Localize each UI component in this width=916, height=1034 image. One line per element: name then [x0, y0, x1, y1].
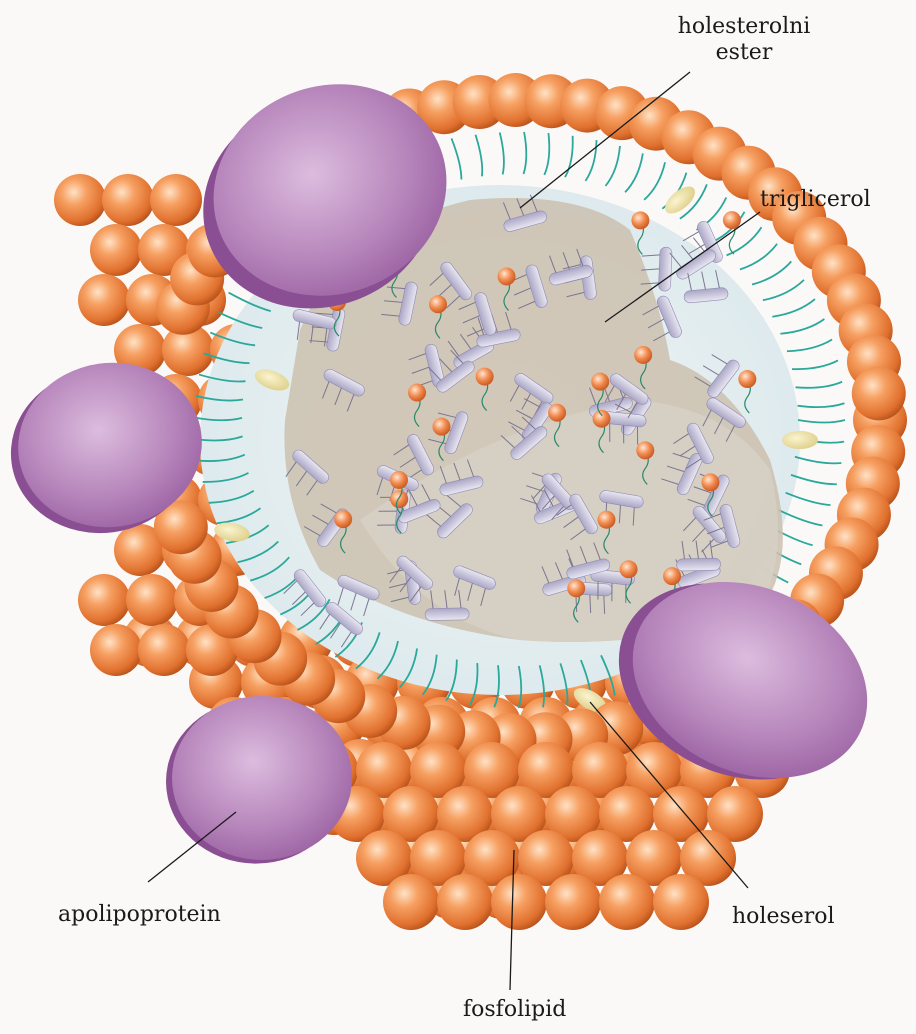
- cholesteryl-ester: [597, 511, 615, 529]
- lipid-tail: [752, 261, 791, 284]
- cholesteryl-ester: [723, 211, 741, 229]
- phospholipid-head: [54, 174, 106, 226]
- cholesteryl-ester: [432, 418, 450, 436]
- lipid-tail: [795, 457, 841, 464]
- cholesteryl-ester: [334, 510, 352, 528]
- phospholipid-head: [90, 224, 142, 276]
- cholesteryl-ester: [408, 384, 426, 402]
- label-cholesteryl-ester-line2: ester: [664, 40, 824, 66]
- lipid-tail: [605, 146, 619, 186]
- phospholipid-head: [90, 624, 142, 676]
- phospholipid-head: [126, 574, 178, 626]
- phospholipid-head: [491, 874, 547, 930]
- lipid-tail: [786, 493, 831, 505]
- phospholipid-head: [437, 874, 493, 930]
- fatty-acid-chain: [682, 232, 699, 241]
- cholesteryl-ester: [701, 473, 719, 491]
- triglyceride-backbone: [425, 608, 469, 621]
- lipid-tail: [791, 475, 837, 484]
- label-apolipoprotein: apolipoprotein: [58, 902, 221, 928]
- lipid-tail: [625, 153, 643, 192]
- lipid-tail: [792, 360, 838, 369]
- cholesteryl-ester: [548, 404, 566, 422]
- lipid-tail: [772, 299, 815, 317]
- triglyceride-backbone: [676, 558, 720, 571]
- cholesterol-molecule: [782, 431, 818, 449]
- label-cholesteryl-ester: holesterolni ester: [664, 14, 824, 66]
- phospholipid-head: [150, 174, 202, 226]
- cholesteryl-ester: [593, 410, 611, 428]
- cholesteryl-ester: [620, 560, 638, 578]
- apolipoprotein-face: [172, 696, 352, 860]
- lipid-tail: [780, 319, 824, 334]
- cholesteryl-ester: [591, 373, 609, 391]
- lipid-tail: [798, 420, 845, 423]
- cholesteryl-ester: [663, 567, 681, 585]
- phospholipid-head: [852, 366, 906, 420]
- phospholipid-head: [599, 874, 655, 930]
- lipid-tail: [763, 280, 804, 300]
- cholesteryl-ester: [498, 267, 516, 285]
- lipid-tail: [544, 133, 549, 175]
- phospholipid-head: [383, 874, 439, 930]
- lipid-tail: [644, 162, 665, 200]
- cholesteryl-ester: [390, 490, 408, 508]
- lipid-tail: [524, 132, 527, 174]
- lipid-tail: [475, 135, 482, 177]
- cholesteryl-ester: [476, 368, 494, 386]
- cholesteryl-ester: [634, 346, 652, 364]
- cholesteryl-ester: [390, 471, 408, 489]
- lipid-tail: [500, 133, 504, 175]
- phospholipid-head: [102, 174, 154, 226]
- lipid-tail: [798, 403, 845, 407]
- label-cholesteryl-ester-line1: holesterolni: [664, 14, 824, 40]
- phospholipid-head: [78, 574, 130, 626]
- apolipoprotein: [166, 696, 352, 864]
- label-triglycerol: triglicerol: [760, 187, 871, 213]
- cholesteryl-ester: [631, 211, 649, 229]
- lipid-tail: [787, 340, 832, 352]
- cholesteryl-ester: [738, 370, 756, 388]
- phospholipid-head: [78, 274, 130, 326]
- phospholipid-head: [138, 624, 190, 676]
- cholesteryl-ester: [567, 579, 585, 597]
- label-cholesterol: holeserol: [732, 904, 835, 930]
- phospholipid-head: [653, 874, 709, 930]
- lipid-tail: [585, 140, 596, 181]
- cholesteryl-ester: [636, 441, 654, 459]
- cholesteryl-ester: [429, 295, 447, 313]
- label-phospholipid: fosfolipid: [463, 997, 566, 1023]
- phospholipid-head: [545, 874, 601, 930]
- lipid-tail: [451, 138, 461, 179]
- lipid-tail: [796, 382, 843, 388]
- lipid-tail: [740, 244, 777, 270]
